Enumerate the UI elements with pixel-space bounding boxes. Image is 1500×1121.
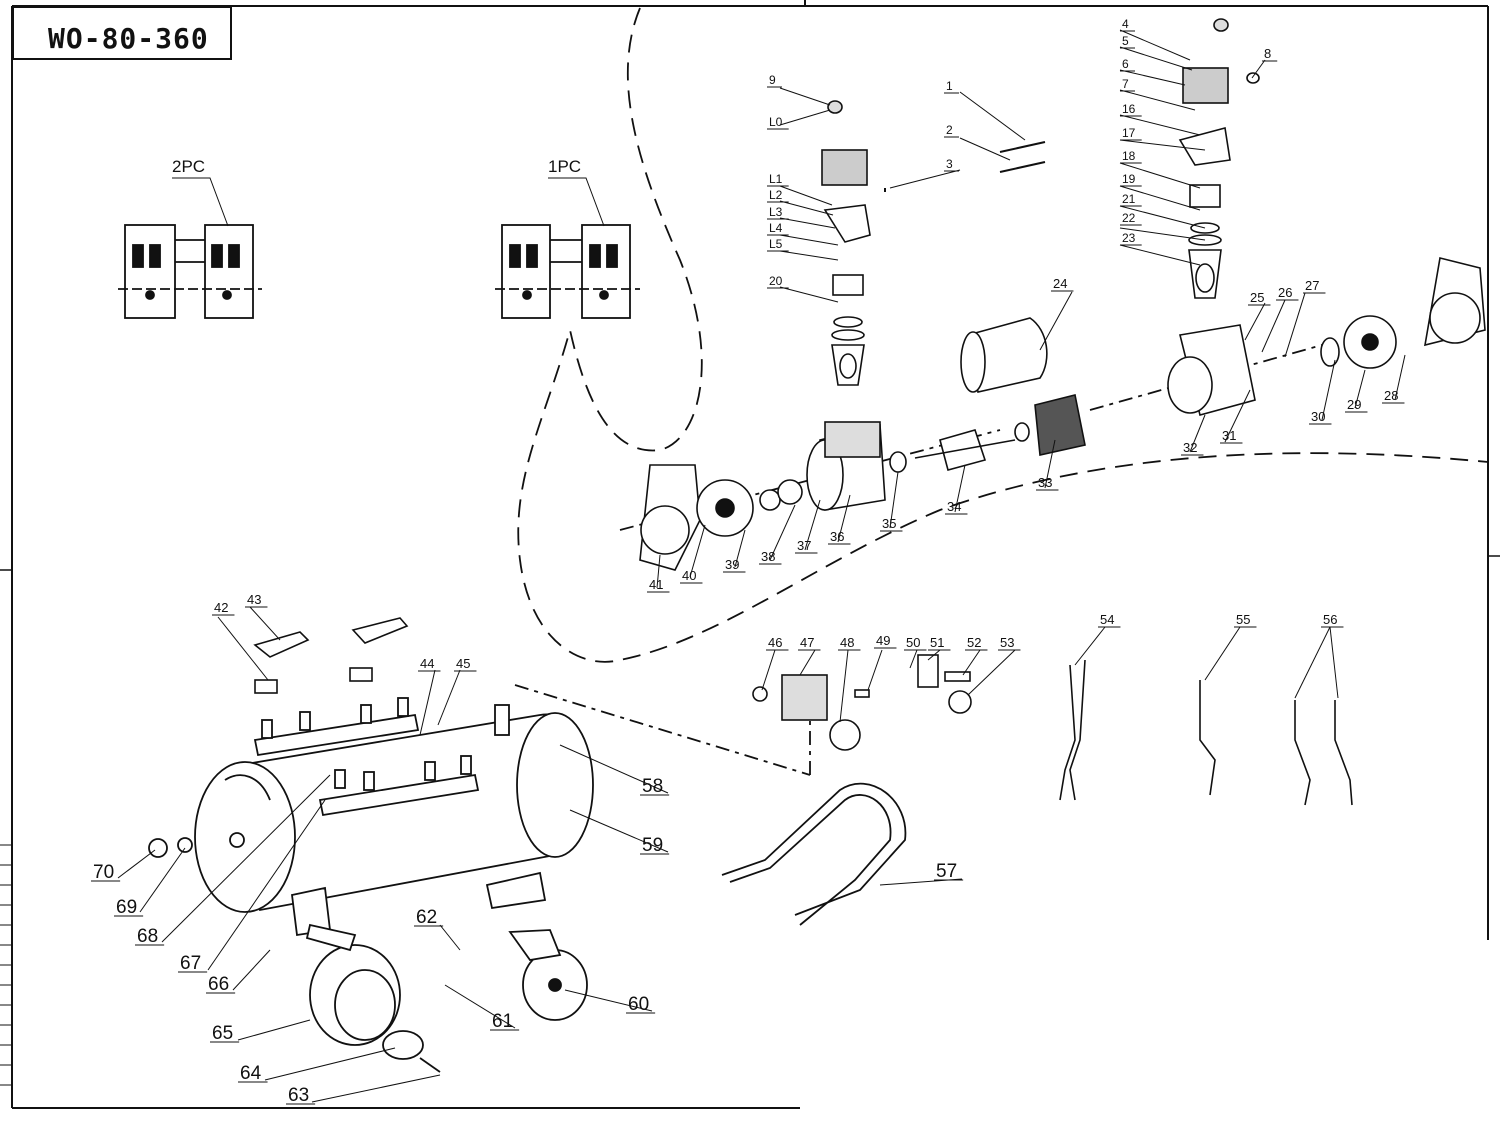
stator-shell [960,317,1048,393]
leader-lines [117,29,1406,1103]
callout-52: 52 [967,635,981,650]
callout-l1: L1 [769,172,783,186]
callout-21: 21 [1122,192,1136,206]
callout-29: 29 [1347,397,1361,412]
model-title: WO-80-360 [48,22,209,55]
callout-26: 26 [1278,285,1292,300]
callout-l3: L3 [769,205,783,219]
subassembly-label-2pc: 2PC [172,157,206,176]
callout-69: 69 [116,897,137,918]
callout-33: 33 [1038,475,1052,490]
wheels [148,832,588,1073]
callout-60: 60 [628,994,649,1015]
callout-47: 47 [800,635,814,650]
callout-31: 31 [1222,428,1236,443]
handle-bars-43 [253,617,409,694]
callout-66: 66 [208,974,229,995]
callout-24: 24 [1053,276,1067,291]
callout-70: 70 [93,862,114,883]
callout-19: 19 [1122,172,1136,186]
callout-68: 68 [137,926,158,947]
callout-3: 3 [946,157,953,171]
callout-35: 35 [882,516,896,531]
callout-39: 39 [725,557,739,572]
callout-7: 7 [1122,77,1129,91]
title-block: WO-80-360 [12,6,232,60]
callout-32: 32 [1183,440,1197,455]
callout-63: 63 [288,1085,309,1106]
pressure-controls [752,654,972,751]
callout-4: 4 [1122,17,1129,31]
subassembly-leaders [172,177,605,227]
handle-57 [721,782,907,926]
callout-67: 67 [180,953,201,974]
callout-1: 1 [946,79,953,93]
callout-l0: L0 [769,115,783,129]
callout-25: 25 [1250,290,1264,305]
callout-28: 28 [1384,388,1398,403]
callout-30: 30 [1311,409,1325,424]
callout-9: 9 [769,73,776,87]
callout-16: 16 [1122,102,1136,116]
pump-assembly-1pc [495,224,640,319]
callout-53: 53 [1000,635,1014,650]
subassembly-label-1pc: 1PC [548,157,582,176]
callout-65: 65 [212,1023,233,1044]
callout-labels: 123456789L0L1L2L3L4L51617181920212223242… [91,17,1405,1106]
callout-49: 49 [876,633,890,648]
callout-l2: L2 [769,188,783,202]
cylinder-stack-right [1178,18,1260,299]
callout-2: 2 [946,123,953,137]
callout-36: 36 [830,529,844,544]
callout-l5: L5 [769,237,783,251]
callout-23: 23 [1122,231,1136,245]
cylinder-stack-left [821,100,871,386]
callout-51: 51 [930,635,944,650]
callout-27: 27 [1305,278,1319,293]
callout-50: 50 [906,635,920,650]
pump-assembly-2pc [118,224,262,319]
callout-45: 45 [456,656,470,671]
callout-34: 34 [947,499,961,514]
callout-18: 18 [1122,149,1136,163]
pins [884,141,1046,192]
cables [1059,659,1353,806]
callout-42: 42 [214,600,228,615]
callout-37: 37 [797,538,811,553]
callout-l4: L4 [769,221,783,235]
callout-5: 5 [1122,34,1129,48]
callout-57: 57 [936,861,957,882]
callout-8: 8 [1264,46,1271,61]
callout-61: 61 [492,1011,513,1032]
callout-48: 48 [840,635,854,650]
callout-58: 58 [642,776,663,797]
callout-6: 6 [1122,57,1129,71]
callout-41: 41 [649,577,663,592]
callout-55: 55 [1236,612,1250,627]
callout-62: 62 [416,907,437,928]
callout-43: 43 [247,592,261,607]
callout-46: 46 [768,635,782,650]
callout-56: 56 [1323,612,1337,627]
callout-44: 44 [420,656,434,671]
callout-59: 59 [642,835,663,856]
callout-38: 38 [761,549,775,564]
motor-assembly [639,257,1486,571]
callout-22: 22 [1122,211,1136,225]
callout-20: 20 [769,274,783,288]
callout-40: 40 [682,568,696,583]
callout-17: 17 [1122,126,1136,140]
callout-54: 54 [1100,612,1114,627]
air-tank [194,697,594,937]
callout-64: 64 [240,1063,262,1084]
